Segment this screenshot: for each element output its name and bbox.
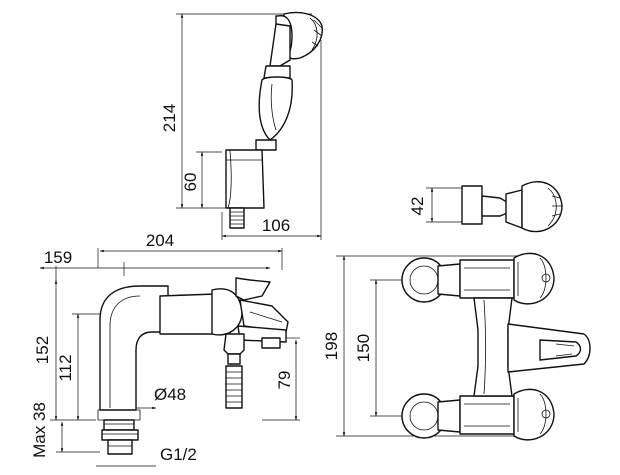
side-view: 204 159 152 112 Max 38 79 Ø48 G1/2 xyxy=(30,231,300,467)
front-view: 198 150 xyxy=(322,252,591,441)
dim-max38-label: Max 38 xyxy=(30,402,49,458)
dim-159-label: 159 xyxy=(44,248,72,267)
dim-79-label: 79 xyxy=(275,371,294,390)
dim-204-label: 204 xyxy=(146,231,174,250)
dim-150-label: 150 xyxy=(354,334,373,362)
dim-42-label: 42 xyxy=(408,197,427,216)
dim-214-label: 214 xyxy=(160,104,179,132)
dim-198-label: 198 xyxy=(322,332,341,360)
dim-112-label: 112 xyxy=(56,354,75,381)
hand-shower-view: 214 60 106 xyxy=(160,11,323,240)
dim-106-label: 106 xyxy=(262,216,290,235)
dim-60-label: 60 xyxy=(181,173,200,192)
wall-bracket-view: 42 xyxy=(408,181,563,233)
dim-d48-label: Ø48 xyxy=(154,385,186,404)
dim-g12-label: G1/2 xyxy=(160,445,197,464)
dim-152-label: 152 xyxy=(33,336,52,364)
